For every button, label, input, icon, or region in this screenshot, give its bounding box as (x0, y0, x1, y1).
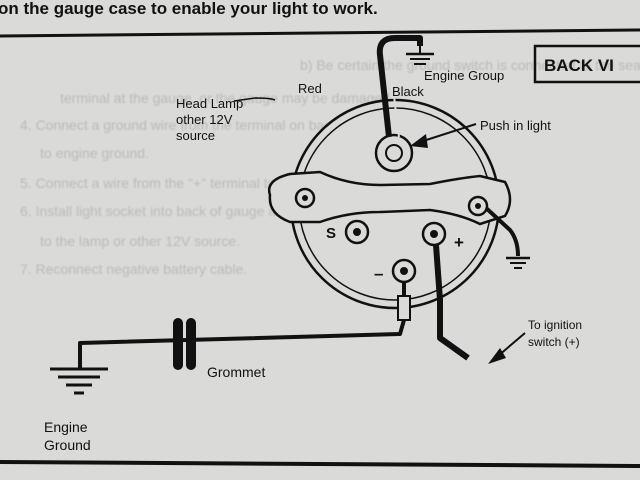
header-text: on the gauge case to enable your light t… (0, 0, 378, 18)
grommet-label: Grommet (207, 364, 265, 380)
bracket-stud-left (294, 187, 316, 209)
push-in-light-label: Push in light (480, 118, 551, 133)
bottom-frame-line (0, 460, 640, 468)
engine-group-ground-symbol (406, 46, 434, 65)
bracket-stud-left-center (302, 195, 308, 201)
section-box (533, 44, 640, 84)
ignition-arrowhead (488, 348, 506, 364)
engine-ground-label-line2: Ground (44, 437, 91, 453)
s-terminal-label: S (326, 225, 336, 242)
bracket-stud-right (467, 195, 489, 217)
right-ground-wire (484, 206, 520, 257)
grommet (173, 318, 196, 370)
background-text-line: b) Be certain the ground switch is conne… (300, 57, 640, 73)
background-text-line: 7. Reconnect negative battery cable. (20, 261, 247, 277)
black-label: Black (392, 84, 424, 99)
background-text-line: to the lamp or other 12V source. (40, 233, 240, 249)
plus-terminal-label: + (454, 233, 464, 252)
top-frame-line (0, 28, 640, 38)
push-in-light-arrow-shaft (419, 123, 477, 143)
head-lamp-label-line3: source (176, 128, 215, 143)
ignition-label-line2: switch (+) (528, 335, 580, 349)
red-wire-highlight (391, 79, 400, 138)
ignition-wire (433, 244, 470, 361)
right-ground-symbol (506, 256, 530, 269)
minus-terminal-center (400, 267, 408, 275)
background-text-line: to engine ground. (40, 145, 149, 161)
background-text-line: terminal at the gauge, or the gauge may … (60, 90, 394, 106)
plus-terminal-center (430, 230, 438, 238)
head-lamp-label-line1: Head Lamp (176, 96, 243, 111)
black-wire (376, 35, 423, 138)
engine-group-label: Engine Group (424, 68, 504, 83)
background-text-line: 4. Connect a ground wire from the termin… (20, 117, 397, 133)
s-terminal-center (353, 228, 361, 236)
bracket-stud-right-center (475, 203, 481, 209)
head-lamp-leader (233, 97, 276, 102)
engine-ground-symbol (50, 367, 108, 395)
plus-terminal (421, 221, 447, 247)
minus-terminal-label: – (374, 264, 383, 283)
ground-wire-connector (397, 295, 411, 321)
engine-ground-label-line1: Engine (44, 419, 88, 435)
red-label: Red (298, 81, 322, 96)
push-in-light-arrowhead (410, 134, 428, 148)
ignition-arrow-shaft (497, 332, 526, 357)
s-terminal (344, 219, 370, 245)
light-socket-inner (385, 144, 403, 162)
light-socket (374, 133, 414, 173)
ignition-label-line1: To ignition (528, 318, 582, 332)
mounting-bracket (267, 170, 512, 226)
head-lamp-label-line2: other 12V (176, 112, 233, 127)
section-box-label: BACK VI (544, 56, 614, 75)
